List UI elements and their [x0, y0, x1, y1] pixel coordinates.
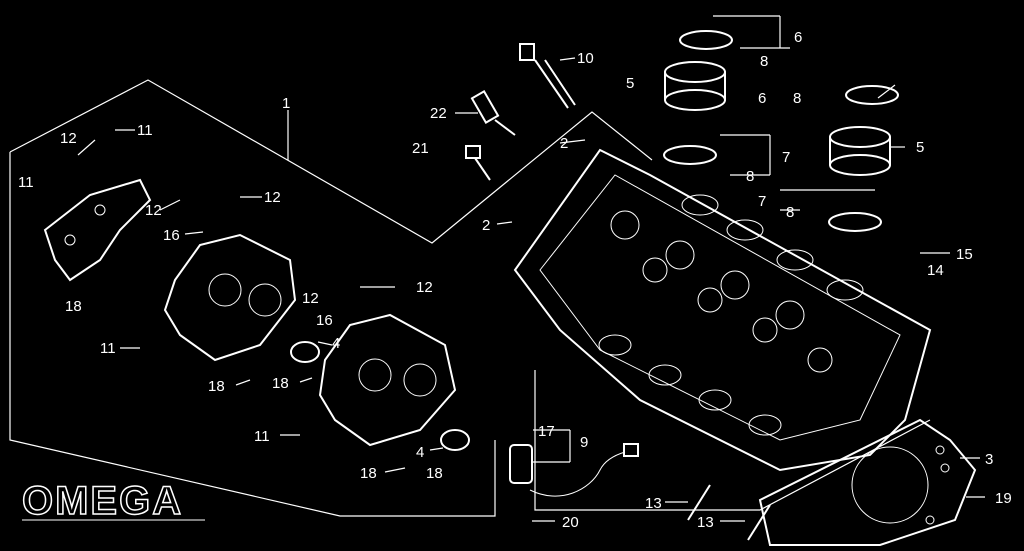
callout-14: 14: [927, 262, 944, 279]
spark-plug: [470, 90, 516, 136]
group-outline-9: [534, 370, 931, 511]
band-7-lower: [828, 212, 882, 232]
callout-4-upper: 4: [332, 335, 340, 352]
callout-18-b: 18: [208, 378, 225, 395]
callout-18-e: 18: [426, 465, 443, 482]
camshaft-holder-right: [318, 313, 457, 447]
callout-18-c: 18: [272, 375, 289, 392]
callout-8-d: 8: [786, 204, 794, 221]
callout-17: 17: [538, 423, 555, 440]
head-gasket: [758, 418, 977, 546]
callout-1: 1: [282, 95, 290, 112]
callout-8-a: 8: [760, 53, 768, 70]
group-outline-1-lower: [9, 152, 496, 517]
insulator-upper: [664, 61, 726, 111]
callout-6-lower: 6: [758, 90, 766, 107]
callout-7-lower: 7: [758, 193, 766, 210]
omega-logo: OMEGA: [21, 478, 205, 524]
callout-9: 9: [580, 434, 588, 451]
callout-21: 21: [412, 140, 429, 157]
band-6-lower: [845, 85, 899, 105]
callout-11-c: 11: [100, 340, 116, 357]
cam-sensor: [509, 443, 639, 497]
callout-4-lower: 4: [416, 444, 424, 461]
callout-3: 3: [985, 451, 993, 468]
o-ring-lower: [440, 429, 470, 451]
callout-2-upper: 2: [560, 135, 568, 152]
callout-12-a: 12: [60, 130, 77, 147]
camshaft-holder-center: [163, 233, 297, 362]
callout-2-lower: 2: [482, 217, 490, 234]
callout-8-b: 8: [793, 90, 801, 107]
callout-11-d: 11: [254, 428, 270, 445]
callout-16-b: 16: [316, 312, 333, 329]
callout-8-c: 8: [746, 168, 754, 185]
bolt-21: [465, 145, 491, 181]
callout-7-upper: 7: [782, 149, 790, 166]
callout-5-upper: 5: [626, 75, 634, 92]
callout-12-c: 12: [264, 189, 281, 206]
cylinder-head: [513, 148, 932, 472]
callout-10: 10: [577, 50, 594, 67]
callout-18-d: 18: [360, 465, 377, 482]
stud-13-left: [687, 484, 711, 521]
insulator-lower: [829, 126, 891, 176]
callout-11-a: 11: [137, 122, 153, 139]
callout-19: 19: [995, 490, 1012, 507]
o-ring-upper: [290, 341, 320, 363]
callout-18-a: 18: [65, 298, 82, 315]
callout-15: 15: [956, 246, 973, 263]
callout-13-left: 13: [645, 495, 662, 512]
callout-16-a: 16: [163, 227, 180, 244]
callout-5-lower: 5: [916, 139, 924, 156]
callout-12-e: 12: [416, 279, 433, 296]
callout-12-d: 12: [302, 290, 319, 307]
callout-22: 22: [430, 105, 447, 122]
callout-20: 20: [562, 514, 579, 531]
callout-12-b: 12: [145, 202, 162, 219]
group-outline-1: [9, 79, 653, 244]
leader-lines: [77, 15, 985, 522]
svg-text:OMEGA: OMEGA: [22, 479, 183, 523]
stud-bolt-10: [519, 43, 576, 109]
callout-11-b: 11: [18, 174, 34, 191]
band-6-upper: [679, 30, 733, 50]
stud-13-right: [747, 504, 771, 541]
callout-6-upper: 6: [794, 29, 802, 46]
callout-labels: 1 2 2 3 4 4 5 5 6 6 7 7 8 8 8 8 9 10 11 …: [18, 29, 1012, 531]
callout-13-right: 13: [697, 514, 714, 531]
band-7-upper: [663, 145, 717, 165]
camshaft-holder-left: [43, 178, 152, 282]
